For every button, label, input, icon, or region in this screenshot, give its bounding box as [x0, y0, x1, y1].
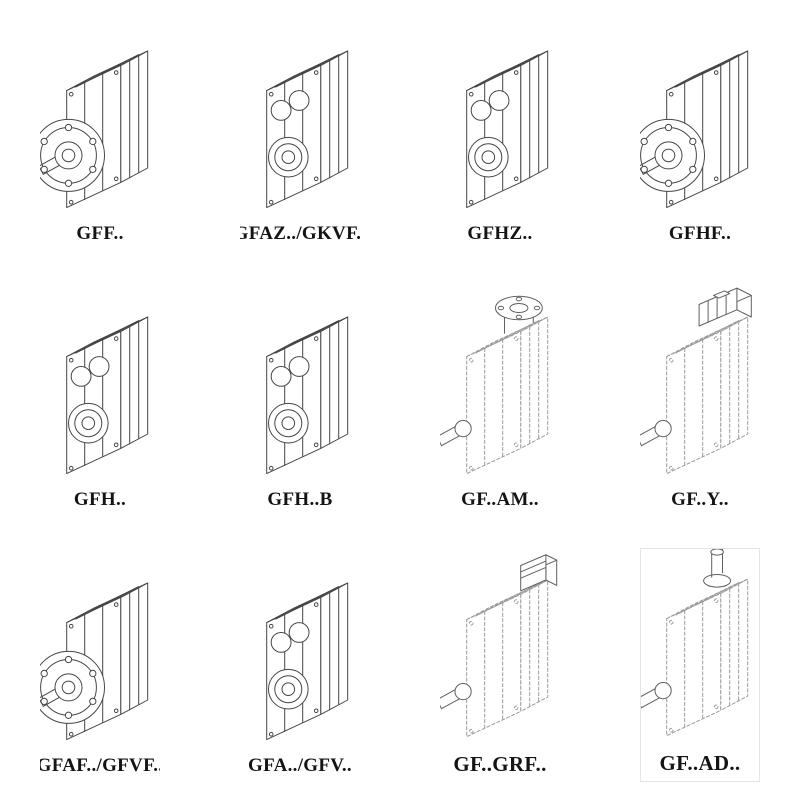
model-label: GFAF../GFVF.. — [40, 755, 160, 776]
model-label: GFHF.. — [668, 223, 732, 244]
gearbox-line-drawing-motor — [640, 282, 760, 488]
gearbox-line-drawing-top-flange — [440, 282, 560, 488]
gearbox-line-drawing-bores — [40, 282, 160, 488]
model-label: GFAZ../GKVF.. — [240, 223, 360, 244]
catalog-item: GFHZ.. — [440, 16, 560, 250]
catalog-item: GFAZ../GKVF.. — [240, 16, 360, 250]
gearbox-line-drawing-bores — [440, 16, 560, 222]
model-label: GFHZ.. — [467, 223, 533, 244]
model-label: GFA../GFV.. — [248, 755, 352, 776]
gearbox-line-drawing-bores — [240, 548, 360, 754]
catalog-item: GFA../GFV.. — [240, 548, 360, 782]
catalog-item: GF..Y.. — [640, 282, 760, 516]
gearbox-line-drawing-flange — [640, 16, 760, 222]
gearbox-line-drawing-cover-box — [440, 548, 560, 751]
catalog-item: GFH..B — [240, 282, 360, 516]
catalog-item: GFF.. — [40, 16, 160, 250]
model-label: GFF.. — [76, 223, 124, 244]
catalog-item: GF..AM.. — [440, 282, 560, 516]
gearbox-line-drawing-bores — [240, 16, 360, 222]
model-label: GFH.. — [73, 489, 127, 510]
gearbox-line-drawing-flange — [40, 16, 160, 222]
catalog-item: GFAF../GFVF.. — [40, 548, 160, 782]
gearbox-line-drawing-bores-foot — [240, 282, 360, 488]
model-label: GFH..B — [267, 489, 333, 510]
model-label: GF..AM.. — [461, 489, 539, 510]
model-label: GF..AD.. — [659, 751, 741, 775]
gearbox-line-drawing-top-shaft — [641, 549, 759, 750]
catalog-item: GF..AD.. — [640, 548, 760, 782]
model-label: GF..GRF.. — [453, 752, 547, 776]
catalog-item: GF..GRF.. — [440, 548, 560, 782]
catalog-item: GFHF.. — [640, 16, 760, 250]
gearbox-line-drawing-flange — [40, 548, 160, 754]
model-label: GF..Y.. — [671, 489, 729, 510]
catalog-item: GFH.. — [40, 282, 160, 516]
